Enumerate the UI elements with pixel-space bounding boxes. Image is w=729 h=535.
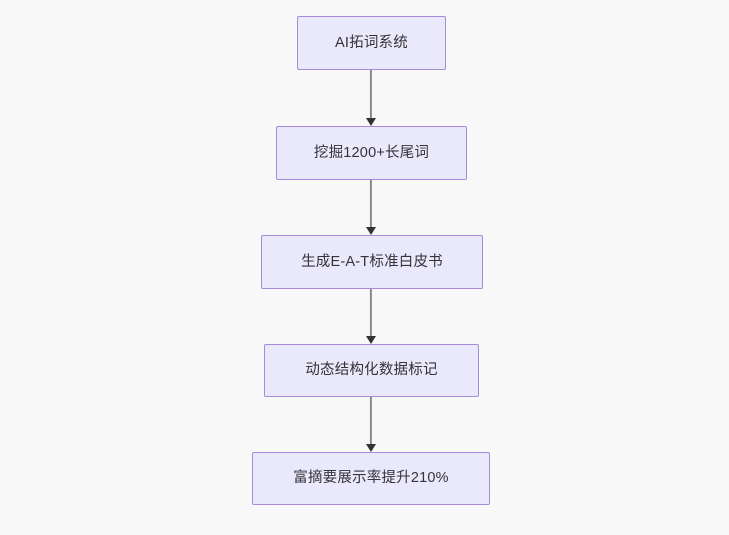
flowchart-node-mine-longtail-keywords[interactable]: 挖掘1200+长尾词 [276, 126, 467, 180]
flowchart-node-generate-eat-whitepaper[interactable]: 生成E-A-T标准白皮书 [261, 235, 483, 289]
arrowhead-icon [366, 444, 376, 452]
arrowhead-icon [366, 336, 376, 344]
connector-line [369, 289, 373, 337]
connector-line [369, 180, 373, 228]
arrowhead-icon [366, 227, 376, 235]
flowchart-node-ai-keyword-system[interactable]: AI拓词系统 [297, 16, 446, 70]
connector-line [369, 70, 373, 119]
connector-line [369, 397, 373, 445]
flowchart-node-dynamic-structured-data[interactable]: 动态结构化数据标记 [264, 344, 479, 397]
arrowhead-icon [366, 118, 376, 126]
flowchart-node-rich-snippet-uplift[interactable]: 富摘要展示率提升210% [252, 452, 490, 505]
